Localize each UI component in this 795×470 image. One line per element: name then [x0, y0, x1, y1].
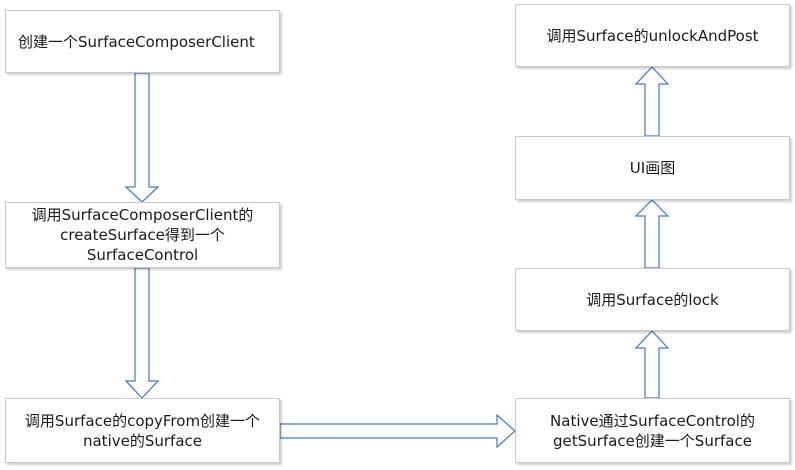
node-surface-lock: 调用Surface的lock — [515, 268, 790, 331]
node-native-get-surface: Native通过SurfaceControl的 getSurface创建一个Su… — [515, 398, 790, 463]
node-text: UI画图 — [629, 159, 676, 177]
node-text: 调用Surface的unlockAndPost — [546, 26, 759, 45]
arrow-n6-to-n7 — [634, 66, 670, 137]
node-text: 创建一个SurfaceComposerClient — [18, 32, 255, 51]
node-text: 调用Surface的lock — [586, 290, 719, 309]
node-create-composer-client: 创建一个SurfaceComposerClient — [5, 10, 280, 73]
arrow-n3-to-n4 — [279, 413, 516, 449]
node-text: 调用SurfaceComposerClient的 — [31, 206, 254, 224]
node-text: 调用Surface的copyFrom创建一个 — [24, 411, 261, 430]
node-text: SurfaceControl — [86, 246, 199, 264]
node-text: getSurface创建一个Surface — [553, 431, 752, 450]
node-unlock-and-post: 调用Surface的unlockAndPost — [515, 4, 790, 67]
arrow-n5-to-n6 — [634, 199, 670, 269]
node-create-surface-control: 调用SurfaceComposerClient的 createSurface得到… — [5, 202, 280, 268]
node-copy-from-native-surface: 调用Surface的copyFrom创建一个 native的Surface — [5, 398, 280, 463]
arrow-n4-to-n5 — [634, 330, 670, 399]
arrow-n2-to-n3 — [124, 267, 160, 399]
node-ui-draw: UI画图 — [515, 136, 790, 200]
node-text: native的Surface — [82, 431, 202, 450]
node-text: Native通过SurfaceControl的 — [550, 411, 755, 430]
node-text: createSurface得到一个 — [60, 226, 225, 244]
arrow-n1-to-n2 — [124, 72, 160, 203]
